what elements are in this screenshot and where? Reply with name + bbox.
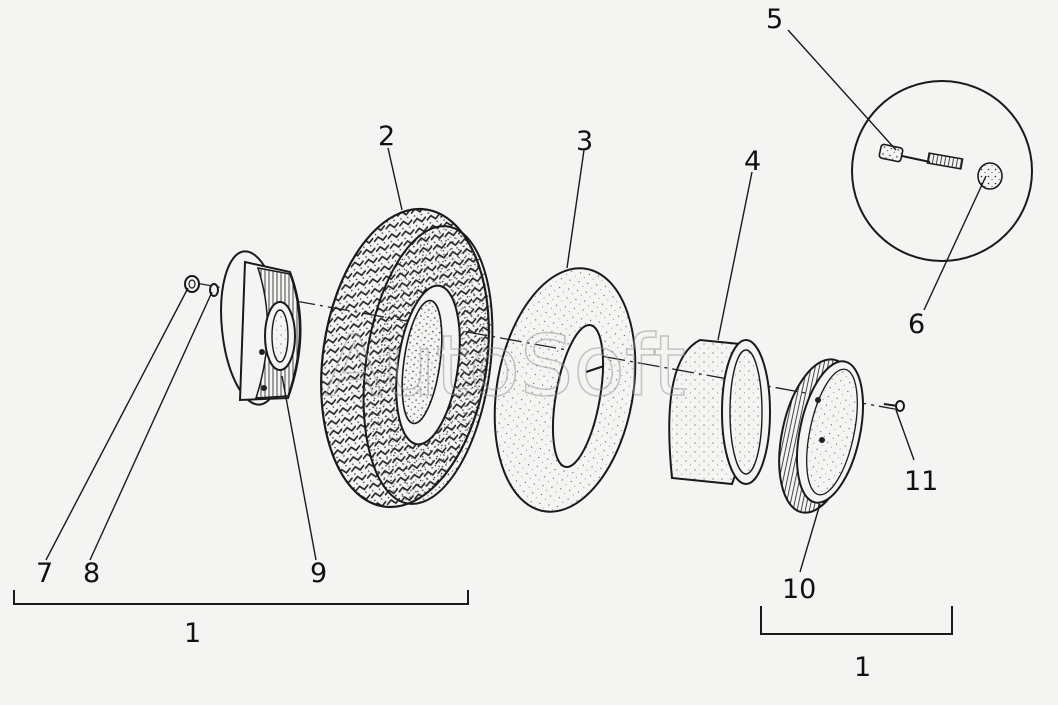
valve-stem-part bbox=[878, 143, 964, 170]
inner-tube-part bbox=[493, 267, 637, 513]
label-11: 11 bbox=[904, 466, 938, 497]
valve-detail-circle bbox=[851, 80, 1033, 262]
label-3: 3 bbox=[576, 126, 593, 157]
flange-ring-part bbox=[778, 358, 864, 514]
label-4: 4 bbox=[744, 146, 761, 177]
label-2: 2 bbox=[378, 121, 395, 152]
label-8: 8 bbox=[83, 558, 100, 589]
right-assembly-bracket bbox=[760, 606, 953, 635]
hub-disc-part bbox=[220, 250, 302, 406]
valve-cap-part bbox=[977, 162, 1003, 190]
left-assembly-bracket bbox=[13, 590, 469, 605]
label-1-right: 1 bbox=[854, 652, 871, 683]
label-10: 10 bbox=[782, 574, 816, 605]
label-1-left: 1 bbox=[184, 618, 201, 649]
bolt-part bbox=[883, 400, 905, 412]
nut-part bbox=[184, 275, 200, 293]
rim-part bbox=[668, 338, 771, 486]
tyre-part bbox=[320, 207, 494, 509]
label-5: 5 bbox=[766, 4, 783, 35]
label-9: 9 bbox=[310, 558, 327, 589]
leader-lines bbox=[45, 29, 987, 573]
label-7: 7 bbox=[36, 558, 53, 589]
label-6: 6 bbox=[908, 309, 925, 340]
watermark: AutoSoft bbox=[325, 317, 686, 415]
